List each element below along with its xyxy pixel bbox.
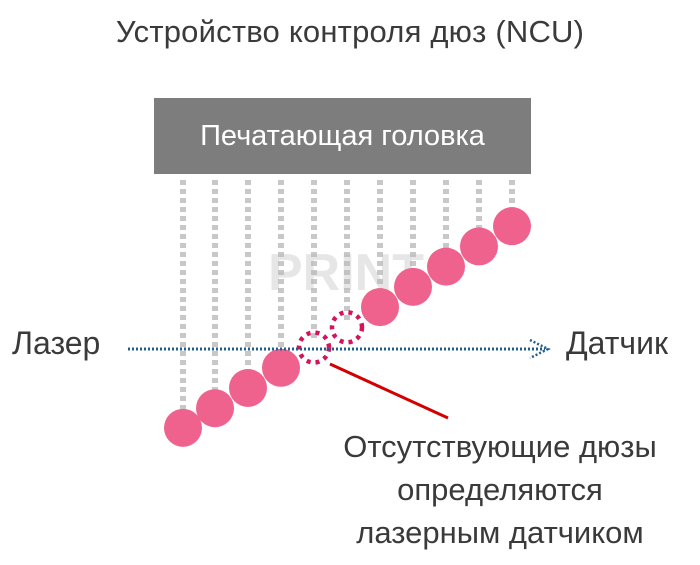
missing-nozzle-marker [329, 310, 365, 345]
pointer-line [329, 362, 449, 420]
laser-label: Лазер [12, 325, 101, 361]
ink-drop [427, 247, 465, 286]
print-head-label: Печатающая головка [200, 119, 485, 152]
print-head: Печатающая головка [154, 98, 531, 174]
ink-drop [493, 207, 531, 246]
ink-drop [229, 368, 267, 407]
diagram-title: Устройство контроля дюз (NCU) [115, 14, 585, 49]
sensor-label: Датчик [566, 325, 668, 361]
ink-drops [164, 207, 531, 447]
missing-nozzle-markers [296, 310, 365, 365]
nozzle-streams [180, 180, 515, 422]
caption-line-2: определяются [397, 472, 603, 507]
caption-line-1: Отсутствующие дюзы [343, 429, 657, 464]
ink-drop [164, 408, 202, 447]
missing-nozzles-caption: Отсутствующие дюзы определяются лазерным… [300, 425, 700, 554]
ink-drop [394, 267, 432, 306]
ink-drop [262, 348, 300, 387]
ink-drop [460, 227, 498, 266]
ink-drop [361, 288, 399, 327]
caption-line-3: лазерным датчиком [356, 515, 644, 550]
ink-drop [196, 389, 234, 428]
laser-arrow-head [529, 338, 551, 360]
